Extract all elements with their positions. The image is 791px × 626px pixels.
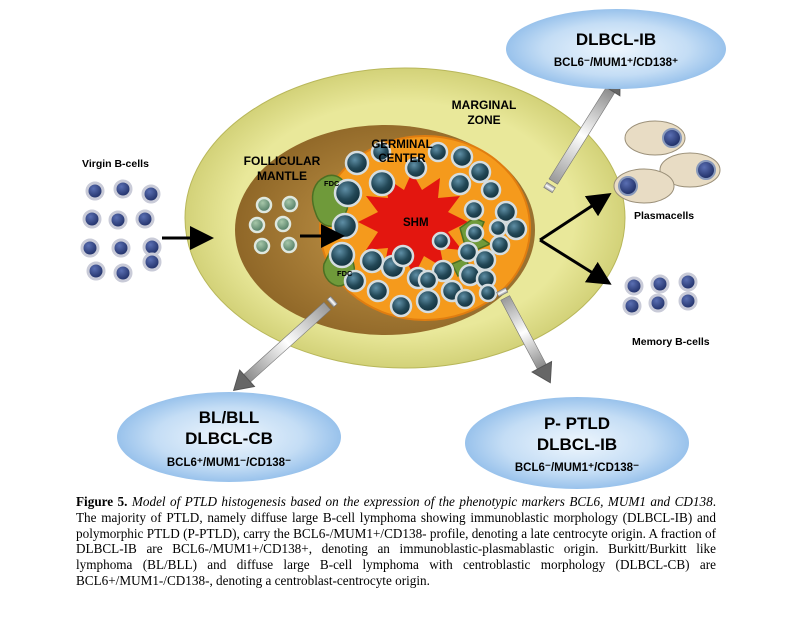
germinal-cell — [504, 217, 528, 241]
germinal-cell — [478, 283, 498, 303]
germinal-cell — [333, 178, 363, 208]
memory-cell — [624, 276, 644, 296]
germinal-cell — [389, 294, 413, 318]
mantle-cell — [281, 195, 299, 213]
virgin-cell — [135, 209, 155, 229]
memory-b-cells-label: Memory B-cells — [632, 336, 710, 348]
germinal-cell — [465, 223, 485, 243]
germinal-cell — [344, 150, 370, 176]
mantle-cell — [248, 216, 266, 234]
germinal-cell — [359, 248, 385, 274]
memory-cell — [650, 274, 670, 294]
germinal-cell — [489, 234, 511, 256]
figure-label: Figure 5. — [76, 494, 128, 509]
plasmacells — [613, 120, 721, 204]
figure-caption: Figure 5. Model of PTLD histogenesis bas… — [76, 494, 716, 589]
germinal-cell — [331, 212, 359, 240]
memory-cell — [678, 291, 698, 311]
germinal-cell — [457, 241, 479, 263]
follicular-mantle-label-1: FOLLICULAR — [244, 154, 321, 168]
marginal-zone-label-1: MARGINAL — [452, 98, 517, 112]
virgin-cell — [108, 210, 128, 230]
germinal-cell — [468, 160, 492, 184]
memory-cell — [622, 296, 642, 316]
box-right-p-ptld: P- PTLD DLBCL-IB BCL6⁻/MUM1⁺/CD138⁻ — [465, 397, 689, 489]
germinal-cell — [494, 200, 518, 224]
germinal-center-cells — [328, 141, 528, 318]
mantle-cell — [274, 215, 292, 233]
box-top-markers: BCL6⁻/MUM1⁺/CD138⁺ — [554, 57, 678, 69]
fdc-label-top: FDC — [324, 179, 340, 188]
mantle-cell — [255, 196, 273, 214]
germinal-cell — [488, 218, 508, 238]
figure-body: . The majority of PTLD, namely diffuse l… — [76, 494, 716, 588]
germinal-cell — [427, 141, 449, 163]
figure-title: Model of PTLD histogenesis based on the … — [131, 494, 713, 509]
germinal-cell — [370, 141, 392, 163]
box-left-line1: BL/BLL — [199, 408, 259, 427]
box-right-line2: DLBCL-IB — [537, 435, 617, 454]
box-right-markers: BCL6⁻/MUM1⁺/CD138⁻ — [515, 462, 639, 474]
virgin-b-cells-label: Virgin B-cells — [82, 158, 149, 170]
memory-cell — [678, 272, 698, 292]
germinal-cell — [463, 199, 485, 221]
germinal-cell — [450, 145, 474, 169]
follicular-mantle-label-2: MANTLE — [257, 169, 307, 183]
black-arrows — [162, 193, 612, 285]
germinal-cell — [480, 179, 502, 201]
virgin-cell — [111, 238, 131, 258]
virgin-cell — [80, 238, 100, 258]
germinal-cell — [328, 241, 356, 269]
box-top-dlbcl-ib: DLBCL-IB BCL6⁻/MUM1⁺/CD138⁺ — [506, 9, 726, 89]
shm-starburst — [358, 172, 468, 276]
germinal-cell — [454, 288, 476, 310]
germinal-cell — [431, 231, 451, 251]
virgin-cell — [142, 252, 162, 272]
germinal-center-label-2: CENTER — [378, 153, 426, 165]
germinal-cell — [448, 172, 472, 196]
box-left-markers: BCL6⁺/MUM1⁻/CD138⁻ — [167, 457, 291, 469]
box-left-line2: DLBCL-CB — [185, 429, 273, 448]
virgin-b-cells — [80, 179, 162, 283]
virgin-cell — [113, 179, 133, 199]
germinal-cell — [391, 244, 415, 268]
germinal-cell — [431, 259, 455, 283]
germinal-center-label-1: GERMINAL — [371, 139, 432, 151]
virgin-cell — [85, 181, 105, 201]
memory-b-cells — [622, 272, 698, 316]
gradient-arrows — [232, 73, 621, 391]
germinal-cell — [366, 279, 390, 303]
virgin-cell — [113, 263, 133, 283]
marginal-zone-label-2: ZONE — [467, 113, 500, 127]
box-top-title: DLBCL-IB — [576, 30, 656, 49]
ptld-histogenesis-diagram: DLBCL-IB BCL6⁻/MUM1⁺/CD138⁺ BL/BLL DLBCL… — [80, 9, 726, 489]
virgin-cell — [86, 261, 106, 281]
virgin-cell — [82, 209, 102, 229]
mantle-cells — [248, 195, 299, 255]
virgin-cell — [141, 184, 161, 204]
mantle-cell — [280, 236, 298, 254]
germinal-cell — [404, 156, 428, 180]
germinal-cell — [417, 269, 439, 291]
germinal-cell — [415, 288, 441, 314]
plasmacells-label: Plasmacells — [634, 210, 694, 222]
shm-label: SHM — [403, 217, 429, 229]
box-right-line1: P- PTLD — [544, 414, 610, 433]
fdc-label-bottom: FDC — [337, 269, 353, 278]
memory-cell — [648, 293, 668, 313]
germinal-cell — [368, 169, 396, 197]
germinal-cell — [343, 269, 367, 293]
mantle-cell — [253, 237, 271, 255]
box-left-bl-dlbcl-cb: BL/BLL DLBCL-CB BCL6⁺/MUM1⁻/CD138⁻ — [117, 392, 341, 482]
